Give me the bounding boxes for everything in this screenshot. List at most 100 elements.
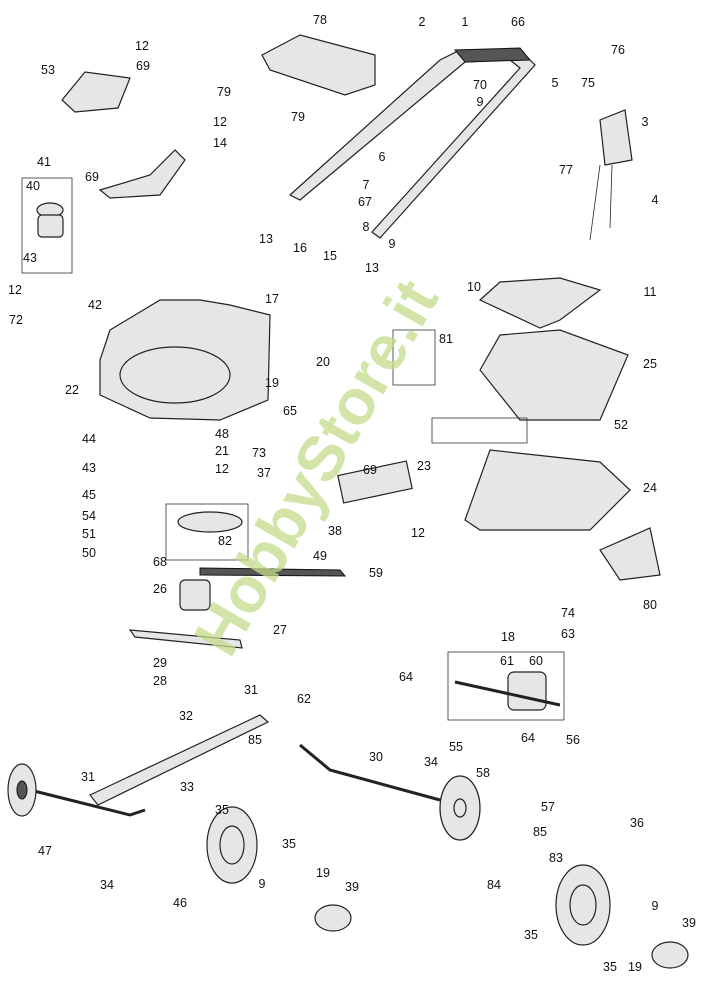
bag-frame-part [431,417,528,444]
part-number-label: 20 [316,355,330,369]
bracket-part [98,149,186,199]
part-number-label: 43 [23,251,37,265]
part-number-label: 83 [549,851,563,865]
lever-33-part [89,714,270,806]
part-number-label: 69 [85,170,99,184]
part-number-label: 4 [652,193,659,207]
part-number-label: 50 [82,546,96,560]
part-number-label: 10 [467,280,481,294]
part-number-label: 14 [213,136,227,150]
lever-part [599,109,633,166]
part-number-label: 39 [345,880,359,894]
part-number-label: 51 [82,527,96,541]
part-number-label: 9 [389,237,396,251]
grass-bag-part [464,449,631,531]
part-number-label: 85 [533,825,547,839]
axle-47-part [29,788,146,817]
wheel-parts [7,763,689,969]
part-number-label: 64 [521,731,535,745]
part-number-label: 67 [358,195,372,209]
part-number-label: 9 [652,899,659,913]
part-number-label: 59 [369,566,383,580]
part-number-label: 45 [82,488,96,502]
pulley-part [179,579,211,611]
part-number-label: 36 [630,816,644,830]
part-number-label: 35 [215,803,229,817]
part-number-label: 66 [511,15,525,29]
blade-part [128,629,243,649]
part-number-label: 81 [439,332,453,346]
part-number-label: 6 [379,150,386,164]
part-number-label: 26 [153,582,167,596]
part-number-label: 16 [293,241,307,255]
part-number-label: 55 [449,740,463,754]
part-number-label: 13 [259,232,273,246]
part-number-label: 43 [82,461,96,475]
part-number-label: 52 [614,418,628,432]
part-number-label: 7 [363,178,370,192]
part-number-label: 1 [462,15,469,29]
part-number-label: 12 [135,39,149,53]
part-number-label: 61 [500,654,514,668]
part-number-label: 12 [411,526,425,540]
ignition-cover-part [478,277,602,329]
part-number-label: 19 [265,376,279,390]
part-number-label: 54 [82,509,96,523]
part-number-label: 74 [561,606,575,620]
part-number-label: 38 [328,524,342,538]
part-number-label: 32 [179,709,193,723]
part-number-label: 78 [313,13,327,27]
part-number-label: 22 [65,383,79,397]
part-number-label: 79 [291,110,305,124]
part-number-label: 42 [88,298,102,312]
part-number-label: 82 [218,534,232,548]
part-number-label: 69 [363,463,377,477]
part-number-label: 75 [581,76,595,90]
blade-disc-part [177,511,243,533]
part-number-label: 63 [561,627,575,641]
part-number-label: 35 [524,928,538,942]
chute-part [599,527,661,581]
part-number-label: 23 [417,459,431,473]
axle-30-part [299,743,441,802]
part-number-label: 41 [37,155,51,169]
part-number-label: 48 [215,427,229,441]
part-number-label: 31 [244,683,258,697]
part-number-label: 19 [316,866,330,880]
part-number-label: 8 [363,220,370,234]
part-number-label: 39 [682,916,696,930]
part-number-label: 2 [419,15,426,29]
handle-cover-part [261,34,376,96]
part-number-label: 35 [603,960,617,974]
part-number-label: 29 [153,656,167,670]
part-number-label: 40 [26,179,40,193]
part-number-label: 80 [643,598,657,612]
part-number-label: 34 [424,755,438,769]
part-number-label: 76 [611,43,625,57]
part-number-label: 37 [257,466,271,480]
part-number-label: 46 [173,896,187,910]
part-number-label: 60 [529,654,543,668]
part-number-label: 19 [628,960,642,974]
grass-bag-top-part [479,329,629,421]
part-number-label: 21 [215,444,229,458]
assembly-box-81 [392,329,436,386]
part-number-label: 84 [487,878,501,892]
part-number-label: 15 [323,249,337,263]
part-number-label: 28 [153,674,167,688]
part-number-label: 12 [215,462,229,476]
part-number-label: 53 [41,63,55,77]
part-number-label: 77 [559,163,573,177]
assembly-box-49 [165,503,249,561]
part-number-label: 44 [82,432,96,446]
cover-plate-part [61,71,131,113]
part-number-label: 73 [252,446,266,460]
part-number-label: 25 [643,357,657,371]
assembly-box-18 [447,651,565,721]
part-number-label: 69 [136,59,150,73]
part-number-label: 49 [313,549,327,563]
part-number-label: 35 [282,837,296,851]
plate-23-part [337,460,413,504]
